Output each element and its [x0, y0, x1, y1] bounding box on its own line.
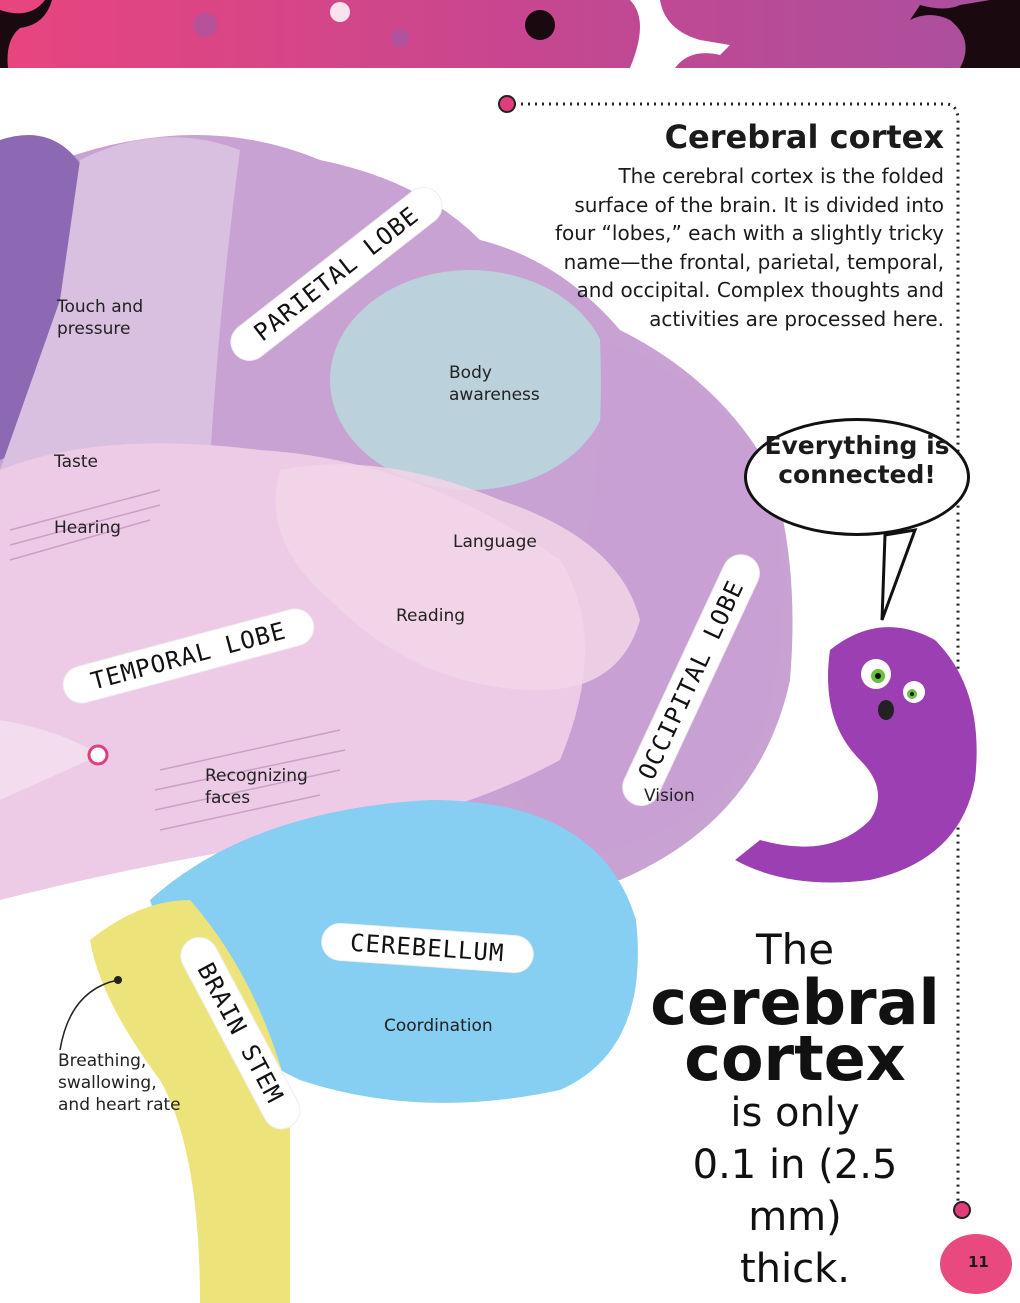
page-number-brain-icon: [940, 1234, 1012, 1294]
header-banner: [0, 0, 1020, 68]
connector-end-dot: [953, 1201, 971, 1219]
speech-bubble-tail: [880, 528, 918, 621]
reading-label: Reading: [396, 606, 466, 626]
fact-line: is only: [730, 1090, 860, 1136]
intro-paragraph: The cerebral cortex is the folded surfac…: [555, 164, 944, 331]
connector-start-dot: [498, 95, 516, 113]
sensory-region: [0, 137, 240, 470]
speech-bubble-text: Everything is connected!: [764, 431, 950, 489]
fact-line: 0.1 in (2.5 mm): [692, 1142, 898, 1240]
fact-line: thick.: [739, 1246, 851, 1292]
taste-label: Taste: [54, 452, 98, 472]
connector-dotted-line: [507, 102, 960, 1210]
neuron-icons: [0, 0, 1020, 68]
hearing-label: Hearing: [54, 518, 121, 538]
faces-label: Recognizing faces: [205, 766, 308, 808]
pointer-line: [59, 979, 119, 1051]
body-awareness-region: [330, 270, 610, 490]
hatch-pattern: [9, 489, 346, 831]
fact-callout: The cerebral cortex is only 0.1 in (2.5 …: [640, 925, 950, 1295]
language-label: Language: [453, 532, 537, 552]
breathing-label: Breathing, swallowing, and heart rate: [58, 1051, 181, 1115]
touch-label: Touch and pressure: [57, 297, 144, 339]
neuron-character: [735, 627, 977, 883]
fact-line: The: [755, 925, 835, 974]
page-title: Cerebral cortex: [664, 118, 944, 156]
speech-bubble: Everything is connected!: [744, 418, 970, 536]
fact-line: cerebral: [650, 966, 940, 1039]
fact-line: cortex: [684, 1022, 906, 1095]
language-region: [275, 464, 640, 690]
lower-frontal-region: [0, 720, 100, 800]
vision-label: Vision: [644, 786, 695, 806]
body-awareness-label: Body awareness: [449, 363, 540, 405]
marker-dot: [87, 744, 109, 766]
coordination-label: Coordination: [384, 1016, 493, 1036]
page-number: 11: [968, 1253, 989, 1271]
